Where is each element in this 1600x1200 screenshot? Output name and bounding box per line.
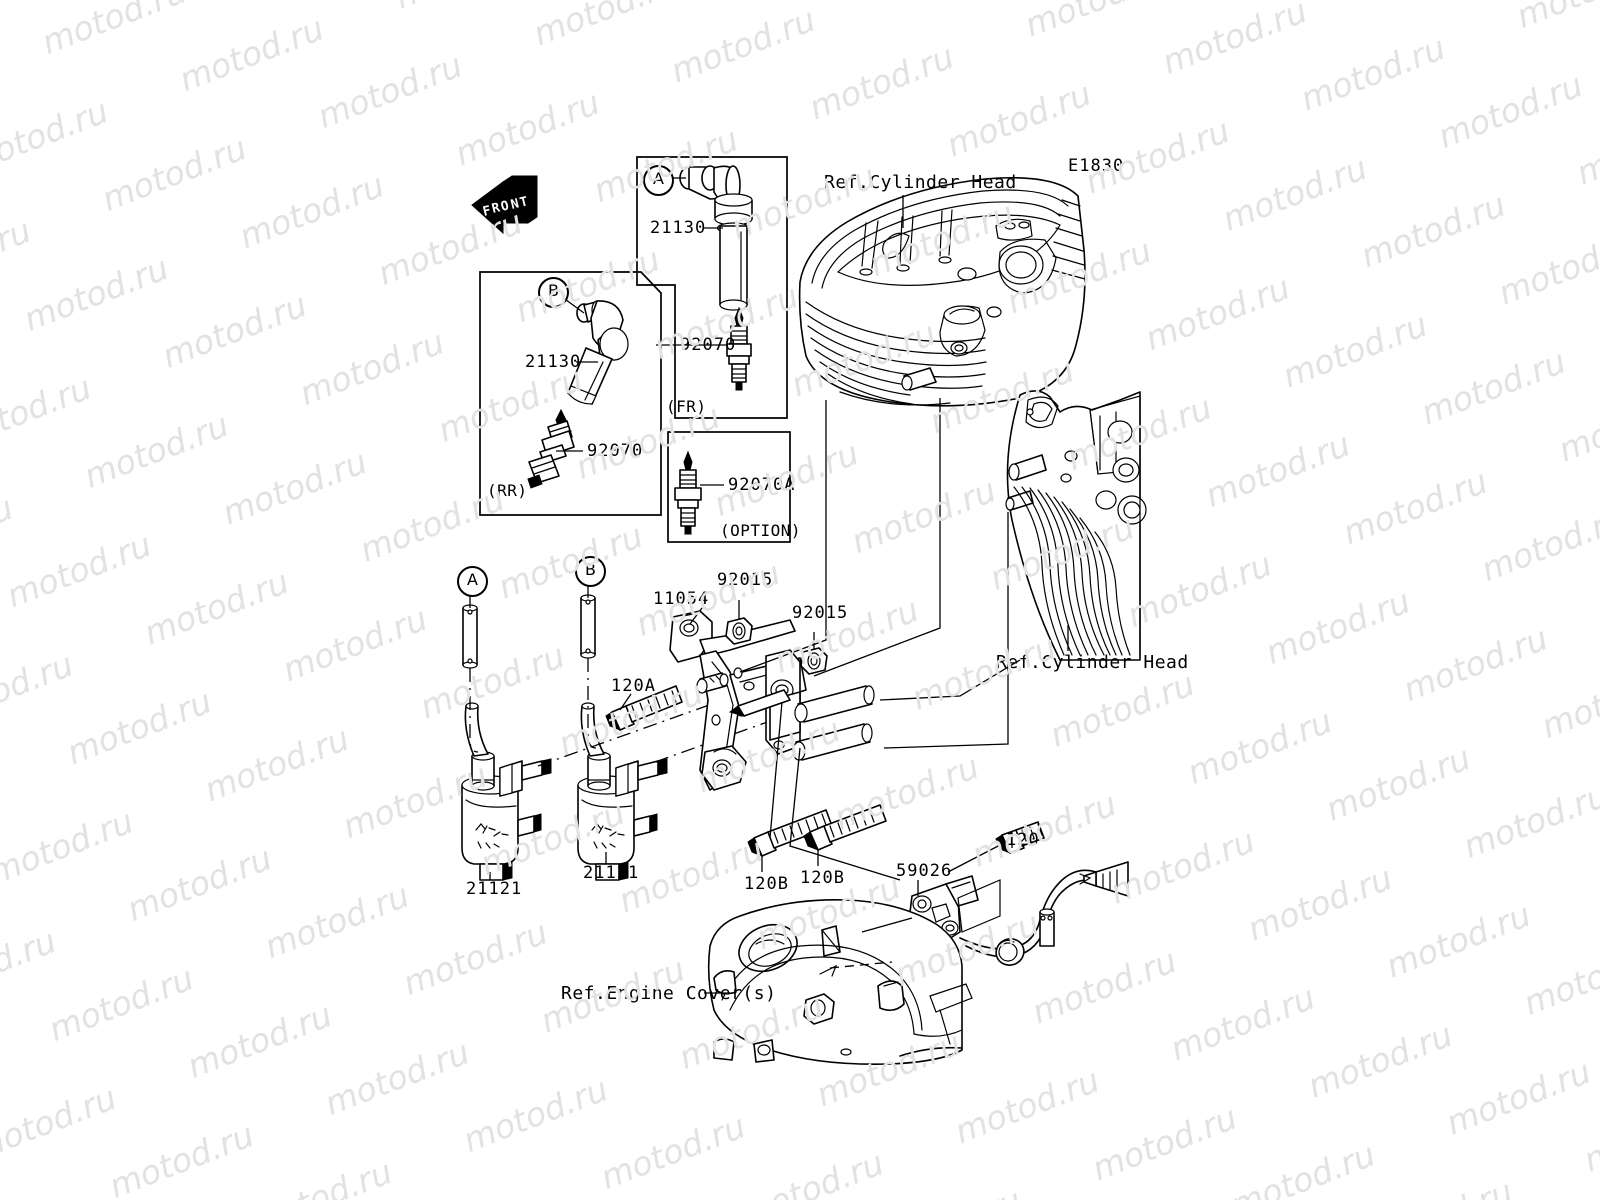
ref-cylinder-head-top-label: Ref.Cylinder Head (824, 172, 1017, 193)
part-59026-label: 59026 (896, 861, 953, 881)
routing-line-7 (947, 843, 1003, 873)
part-92070-fr-label: 92070 (680, 335, 737, 355)
front-arrow-graphic: F R O N T (471, 175, 538, 235)
routing-line-8 (861, 917, 913, 933)
svg-text:N: N (509, 196, 520, 212)
cylinder-head-top-graphic (798, 176, 1086, 407)
ignition-coil-right-graphic (577, 702, 668, 881)
routing-line-1 (739, 400, 827, 673)
callout-b-bottom: B (575, 556, 606, 587)
engine-cover-graphic (707, 899, 973, 1066)
pin-a-graphic (462, 604, 478, 669)
pin-b-graphic (580, 594, 596, 659)
leader-11054 (689, 607, 703, 625)
caption-option: (OPTION) (720, 521, 802, 540)
svg-text:F: F (481, 203, 492, 219)
callout-a-top: A (643, 165, 674, 196)
part-21130-fr-label: 21130 (650, 218, 707, 238)
part-120b-right-label: 120B (800, 868, 845, 888)
bolt-120b-right-graphic (803, 804, 887, 851)
svg-text:R: R (490, 200, 501, 216)
box-fr (636, 156, 788, 419)
ignition-coil-left-graphic (461, 702, 552, 881)
coil-bracket-graphic (669, 610, 807, 791)
callout-b-top: B (538, 277, 569, 308)
routing-line-5 (789, 747, 901, 881)
box-rr (479, 271, 662, 516)
caption-rr: (RR) (487, 481, 528, 500)
callout-a-bottom: A (457, 566, 488, 597)
ref-engine-cover-label: Ref.Engine Cover(s) (561, 983, 777, 1004)
part-21121-left-label: 21121 (466, 879, 523, 899)
routing-line-3 (879, 659, 1021, 701)
spark-plug-fr-graphic (726, 306, 752, 391)
part-120a-label: 120A (611, 676, 656, 696)
bolt-120a-graphic (605, 685, 683, 731)
box-option (667, 431, 791, 543)
part-92070-rr-label: 92070 (587, 441, 644, 461)
pickup-coil-graphic (909, 861, 1129, 966)
part-21130-rr-label: 21130 (525, 352, 582, 372)
routing-line-4 (883, 512, 1009, 749)
spacer-tube-upper-graphic (797, 685, 873, 723)
spacer-tube-lower-graphic (795, 723, 871, 761)
part-21121-right-label: 21121 (583, 863, 640, 883)
svg-text:T: T (518, 194, 529, 210)
part-120-label: 120 (1006, 830, 1040, 850)
diagram-code: E1830 (1068, 156, 1125, 176)
part-92070a-label: 92070A (728, 475, 796, 495)
bolt-120-graphic (995, 821, 1045, 854)
plug-cap-rr-graphic (567, 300, 629, 405)
nut-lower-graphic (800, 647, 828, 675)
ref-cylinder-head-right-label: Ref.Cylinder Head (996, 652, 1189, 673)
caption-fr: (FR) (666, 397, 707, 416)
part-92015-lower-label: 92015 (792, 603, 849, 623)
plug-cap-fr-graphic (679, 165, 753, 311)
cylinder-head-right-graphic (1005, 390, 1147, 661)
spark-plug-rr-graphic (527, 408, 575, 489)
leader-120a (619, 693, 632, 711)
part-11054-label: 11054 (653, 589, 710, 609)
nut-upper-graphic (725, 617, 753, 645)
part-120b-left-label: 120B (744, 874, 789, 894)
routing-line-6 (769, 701, 783, 839)
spark-plug-option-graphic (674, 450, 702, 535)
svg-text:O: O (499, 198, 510, 214)
routing-line-2 (813, 398, 941, 677)
part-92015-upper-label: 92015 (717, 570, 774, 590)
